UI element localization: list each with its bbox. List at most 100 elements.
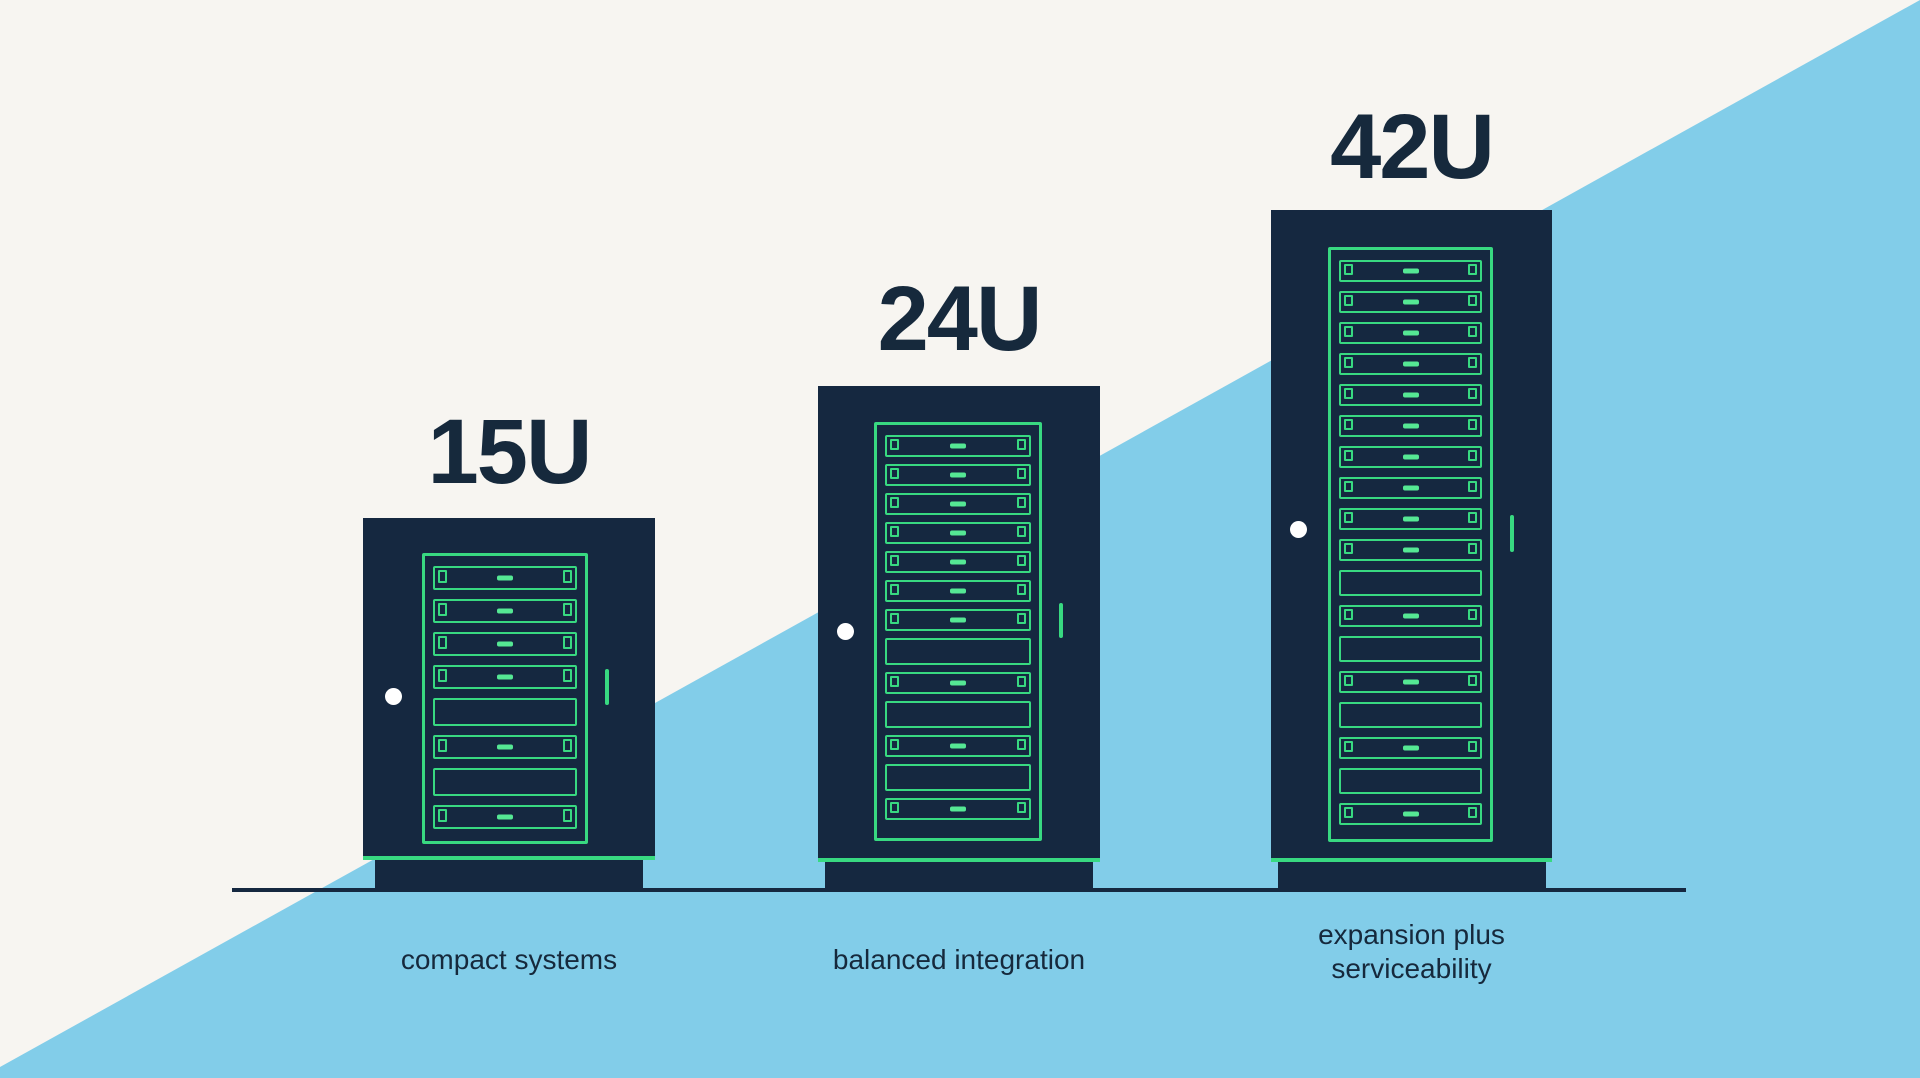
rail-ear-right-icon (1468, 326, 1477, 337)
rack-inner-frame (874, 422, 1042, 841)
blank-panel (1339, 768, 1482, 794)
rail-ear-left-icon (1344, 807, 1353, 818)
rack-cabinet-24u (818, 386, 1100, 862)
server-unit (433, 805, 577, 829)
door-handle (605, 669, 609, 705)
rack-cabinet-42u (1271, 210, 1552, 862)
rack-group-24u: 24U balanced integration (818, 0, 1100, 1078)
rack-caption-42u: expansion plus serviceability (1318, 919, 1505, 985)
rail-ear-right-icon (1017, 613, 1026, 624)
rack-base (1277, 862, 1546, 890)
rail-ear-left-icon (1344, 450, 1353, 461)
rail-ear-right-icon (1017, 555, 1026, 566)
drive-dash-icon (950, 472, 966, 478)
drive-dash-icon (1402, 547, 1419, 553)
rail-ear-left-icon (1344, 512, 1353, 523)
drive-dash-icon (1402, 299, 1419, 305)
drive-dash-icon (1402, 745, 1419, 751)
drive-dash-icon (950, 501, 966, 507)
rail-ear-right-icon (563, 570, 572, 583)
drive-dash-icon (1402, 330, 1419, 336)
server-unit (1339, 260, 1482, 282)
rack-size-label-42u: 42U (1330, 96, 1495, 198)
rack-base (825, 862, 1093, 892)
rail-ear-right-icon (1468, 357, 1477, 368)
rail-ear-right-icon (563, 809, 572, 822)
rack-inner-frame (422, 553, 588, 844)
rack-size-label-15u: 15U (427, 401, 593, 503)
server-unit (1339, 322, 1482, 344)
server-unit (1339, 671, 1482, 693)
drive-dash-icon (1402, 516, 1419, 522)
blank-panel (885, 638, 1031, 665)
rail-ear-left-icon (890, 802, 899, 813)
rail-ear-left-icon (438, 570, 447, 583)
server-unit (433, 735, 577, 759)
drive-dash-icon (497, 744, 513, 750)
drive-dash-icon (950, 617, 966, 623)
server-unit (1339, 291, 1482, 313)
rail-ear-right-icon (1468, 543, 1477, 554)
drive-dash-icon (497, 608, 513, 614)
rail-ear-right-icon (1468, 675, 1477, 686)
server-unit (885, 735, 1031, 757)
rail-ear-right-icon (1017, 526, 1026, 537)
rail-ear-left-icon (1344, 741, 1353, 752)
door-knob-dot (1290, 521, 1307, 538)
server-unit (433, 566, 577, 590)
rail-ear-left-icon (1344, 675, 1353, 686)
rack-units (425, 556, 585, 841)
blank-panel (1339, 636, 1482, 662)
server-unit (885, 551, 1031, 573)
rail-ear-left-icon (890, 739, 899, 750)
rail-ear-right-icon (1468, 609, 1477, 620)
rack-units (877, 425, 1039, 838)
rail-ear-left-icon (890, 497, 899, 508)
rail-ear-left-icon (1344, 326, 1353, 337)
blank-panel (433, 768, 577, 796)
rail-ear-left-icon (890, 526, 899, 537)
drive-dash-icon (950, 588, 966, 594)
drive-dash-icon (950, 443, 966, 449)
rack-caption-15u: compact systems (400, 944, 618, 975)
blank-panel (433, 698, 577, 726)
rail-ear-right-icon (563, 603, 572, 616)
blank-panel (1339, 570, 1482, 596)
rack-group-15u: 15U compact systems (363, 0, 655, 1078)
drive-dash-icon (950, 680, 966, 686)
drive-dash-icon (497, 674, 513, 680)
rail-ear-left-icon (438, 636, 447, 649)
drive-dash-icon (950, 559, 966, 565)
server-unit (885, 464, 1031, 486)
rail-ear-right-icon (563, 636, 572, 649)
server-unit (885, 609, 1031, 631)
server-unit (885, 580, 1031, 602)
rack-cabinet-15u (363, 518, 655, 860)
rail-ear-right-icon (1468, 807, 1477, 818)
rail-ear-left-icon (438, 809, 447, 822)
rail-ear-left-icon (1344, 295, 1353, 306)
rail-ear-left-icon (1344, 357, 1353, 368)
rail-ear-right-icon (563, 669, 572, 682)
drive-dash-icon (950, 530, 966, 536)
rail-ear-right-icon (1468, 264, 1477, 275)
rail-ear-right-icon (1468, 388, 1477, 399)
drive-dash-icon (1402, 454, 1419, 460)
drive-dash-icon (1402, 679, 1419, 685)
rail-ear-right-icon (1017, 497, 1026, 508)
drive-dash-icon (1402, 485, 1419, 491)
rail-ear-left-icon (1344, 609, 1353, 620)
server-unit (1339, 803, 1482, 825)
rail-ear-right-icon (1017, 584, 1026, 595)
server-unit (1339, 737, 1482, 759)
drive-dash-icon (950, 806, 966, 812)
drive-dash-icon (1402, 392, 1419, 398)
drive-dash-icon (1402, 268, 1419, 274)
rack-caption-24u: balanced integration (832, 944, 1086, 975)
server-unit (885, 672, 1031, 694)
rack-base (375, 860, 643, 890)
server-unit (885, 798, 1031, 820)
blank-panel (885, 701, 1031, 728)
rail-ear-right-icon (1017, 739, 1026, 750)
rail-ear-left-icon (1344, 388, 1353, 399)
